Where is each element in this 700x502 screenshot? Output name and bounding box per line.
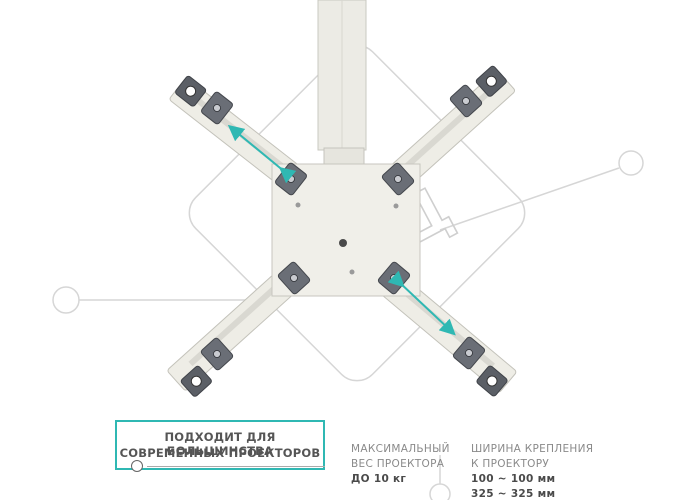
spec-width-label1: ШИРИНА КРЕПЛЕНИЯ [471,443,594,455]
ceiling-pole [317,0,367,169]
adjust-arrow-bottom-right [387,270,456,336]
bracket-top-right [475,65,507,97]
adjust-arrow-top-left [227,124,297,184]
spec-mount-width: ШИРИНА КРЕПЛЕНИЯ К ПРОЕКТОРУ 100 ~ 100 м… [471,442,593,502]
spec-width-value2: 325 ~ 325 мм [471,488,556,500]
spec-weight-label2: ВЕС ПРОЕКТОРА [351,458,445,470]
spec-weight-label1: МАКСИМАЛЬНЫЙ [351,443,450,455]
bracket-bottom-left [180,365,212,397]
callout-line1: ПОДХОДИТ ДЛЯ БОЛЬШИНСТВА [164,430,276,458]
spec-max-weight: МАКСИМАЛЬНЫЙ ВЕС ПРОЕКТОРА ДО 10 кг [351,442,450,487]
spec-width-value1: 100 ~ 100 мм [471,473,556,485]
watermark-rings [429,455,451,500]
callout-rule [147,466,325,467]
spec-width-label2: К ПРОЕКТОРУ [471,458,550,470]
compatibility-callout: ПОДХОДИТ ДЛЯ БОЛЬШИНСТВА СОВРЕМЕННЫХ ПРО… [115,420,325,472]
bracket-bottom-right [476,365,508,397]
callout-circle-icon [131,460,143,472]
bracket-top-left [175,75,207,107]
end-brackets [175,65,508,397]
spec-weight-value: ДО 10 кг [351,473,407,485]
callout-line2: СОВРЕМЕННЫХ ПРОЕКТОРОВ [119,446,321,460]
